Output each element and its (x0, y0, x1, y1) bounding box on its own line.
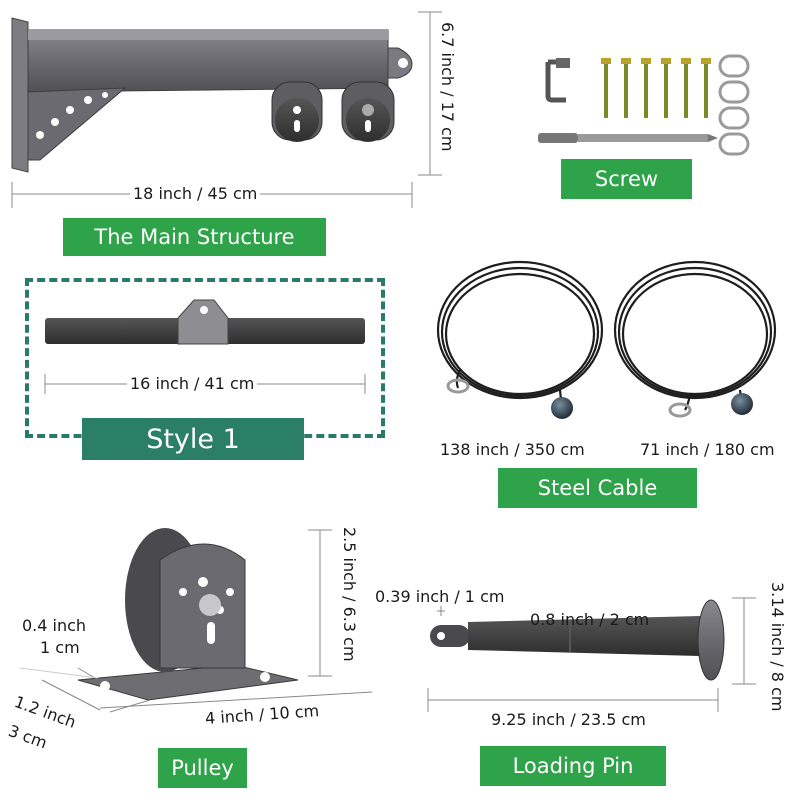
main-structure-label: The Main Structure (63, 218, 326, 256)
style1-frame (25, 278, 385, 438)
loading-pin-label: Loading Pin (480, 746, 666, 786)
steel-cable-long-dim: 138 inch / 350 cm (440, 440, 585, 459)
loading-pin-diameter-dim: 0.8 inch / 2 cm (530, 610, 650, 629)
main-structure-width-dim: 18 inch / 45 cm (130, 185, 261, 203)
pulley-height-dim: 2.5 inch / 6.3 cm (340, 527, 359, 662)
loading-pin-hole-dim: 0.39 inch / 1 cm (375, 587, 505, 606)
loading-pin-length-dim: 9.25 inch / 23.5 cm (488, 711, 649, 729)
style1-label: Style 1 (82, 418, 304, 460)
loading-pin-plate-dim: 3.14 inch / 8 cm (768, 582, 787, 712)
style1-bar-dim: 16 inch / 41 cm (127, 375, 258, 393)
pulley-thickness-dim-bottom: 1 cm (40, 638, 80, 657)
steel-cable-label: Steel Cable (498, 468, 697, 508)
steel-cable-short-dim: 71 inch / 180 cm (640, 440, 775, 459)
pulley-label: Pulley (158, 748, 247, 788)
screw-label: Screw (561, 159, 692, 199)
pulley-thickness-dim-top: 0.4 inch (22, 616, 87, 635)
main-structure-height-dim: 6.7 inch / 17 cm (438, 22, 457, 152)
